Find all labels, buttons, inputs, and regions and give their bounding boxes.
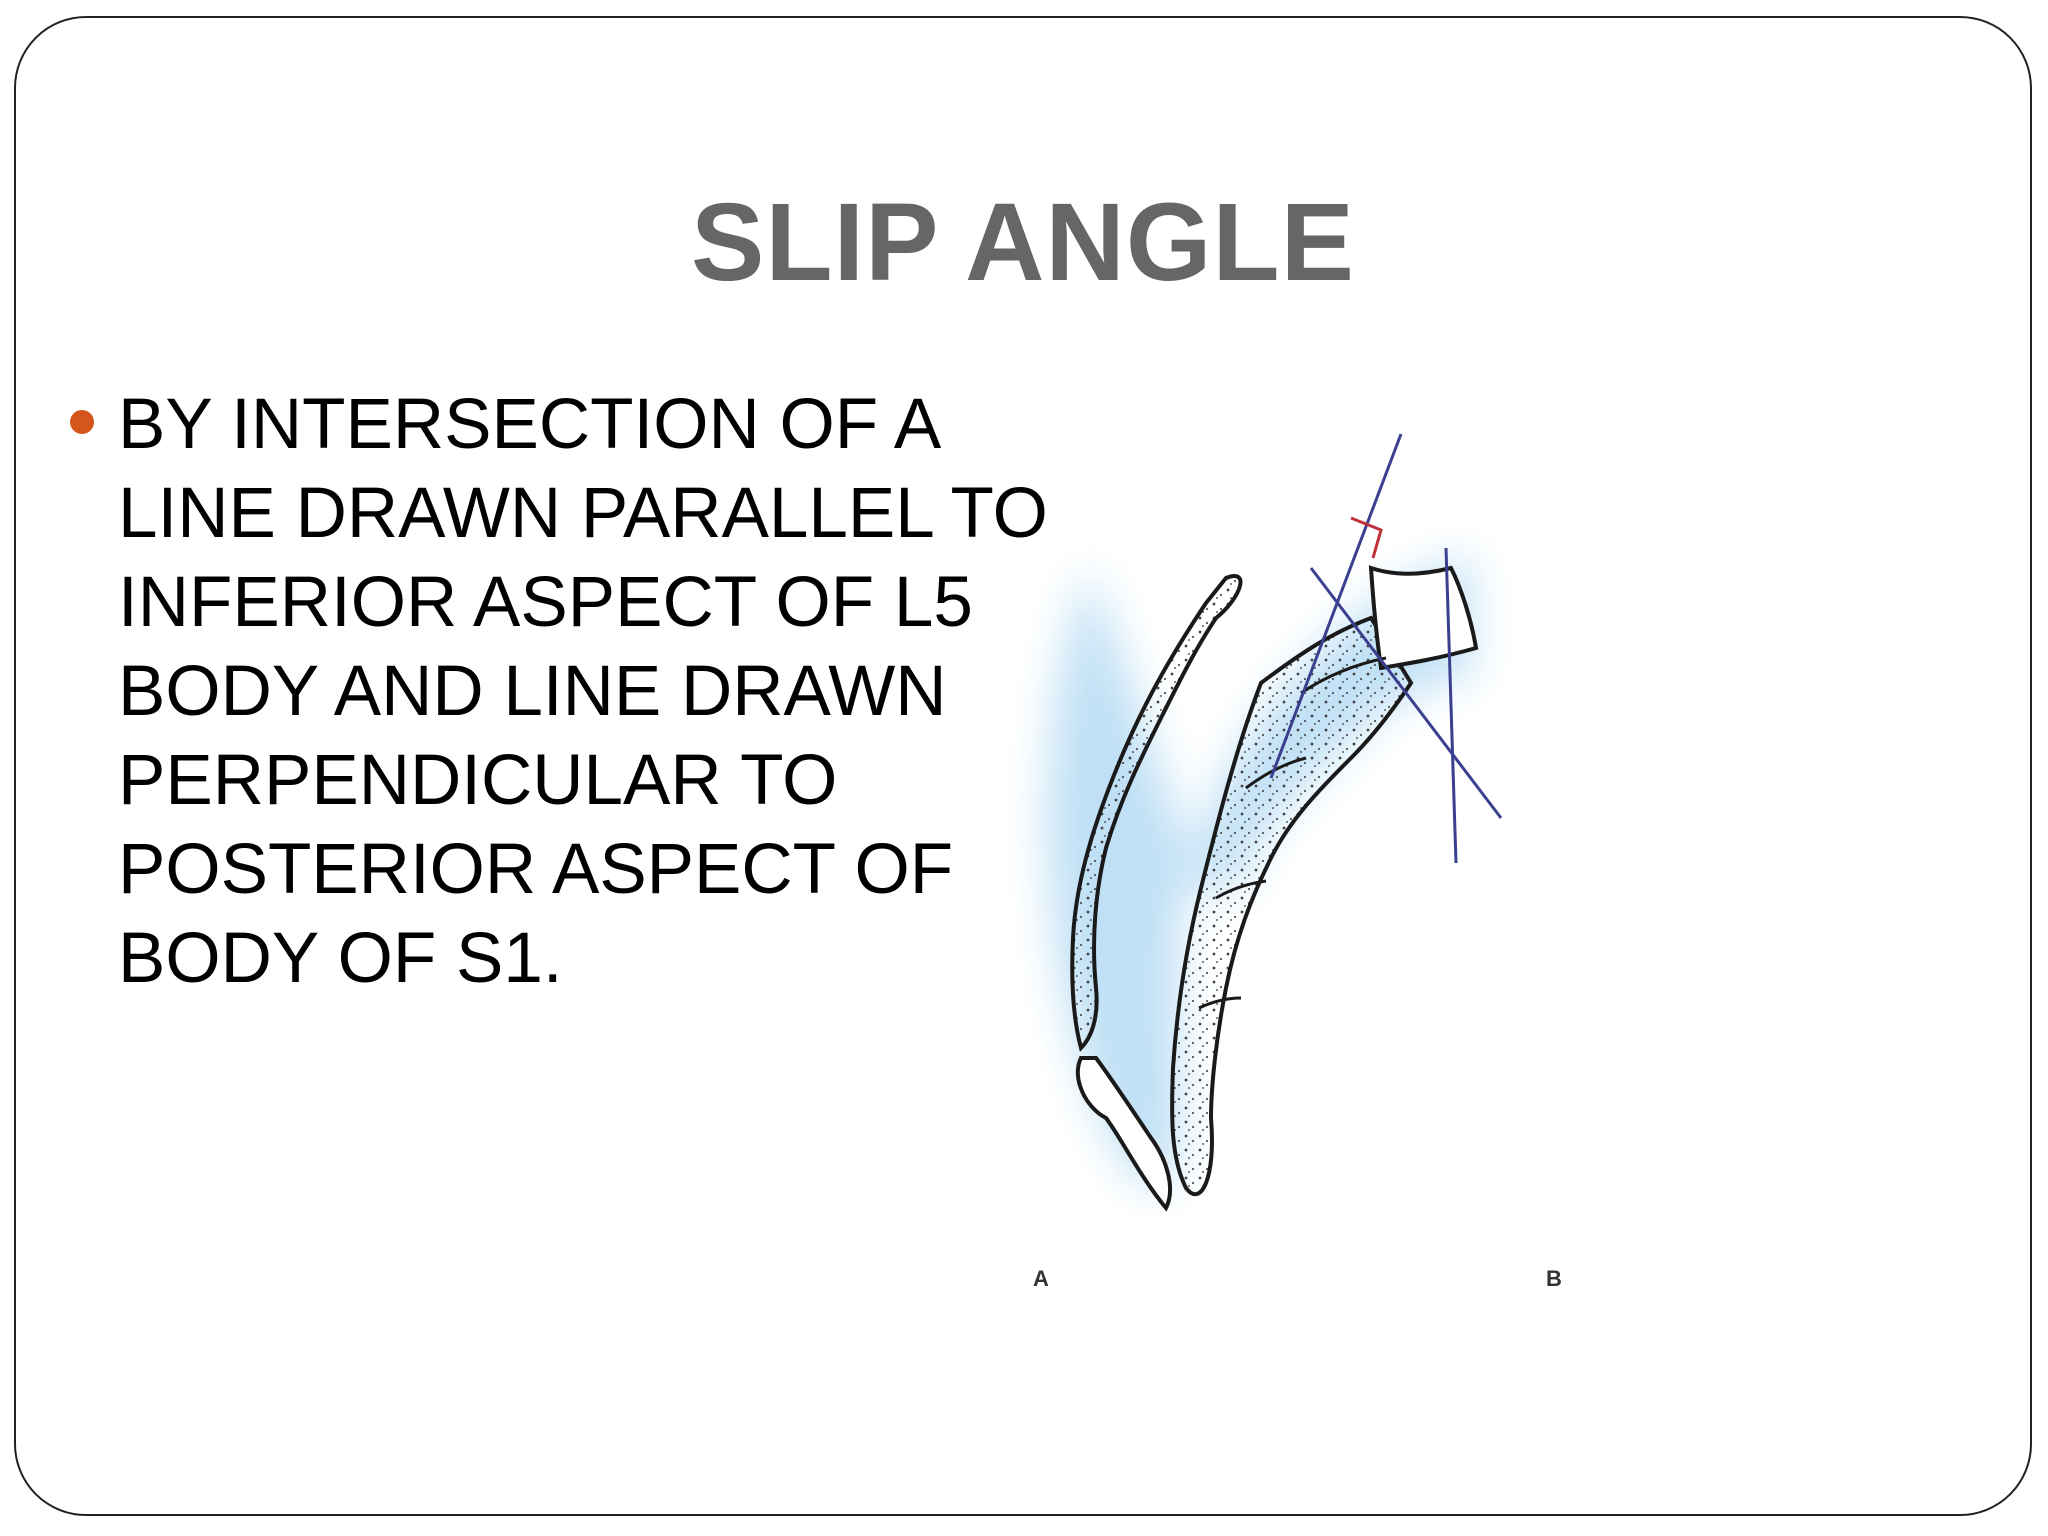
panel-a-drawing (1048, 433, 1503, 1212)
slip-angle-figure: A B (1001, 418, 2021, 1318)
bullet-text: BY INTERSECTION OF A LINE DRAWN PARALLEL… (118, 385, 1048, 998)
panel-b-label: B (1546, 1266, 1562, 1291)
panel-a-label: A (1033, 1266, 1049, 1291)
spine-illustration (1048, 433, 1503, 1212)
bullet-dot-icon (70, 410, 94, 434)
slide-title: SLIP ANGLE (691, 181, 1355, 304)
slide-frame: SLIP ANGLE BY INTERSECTION OF A LINE DRA… (14, 16, 2032, 1516)
